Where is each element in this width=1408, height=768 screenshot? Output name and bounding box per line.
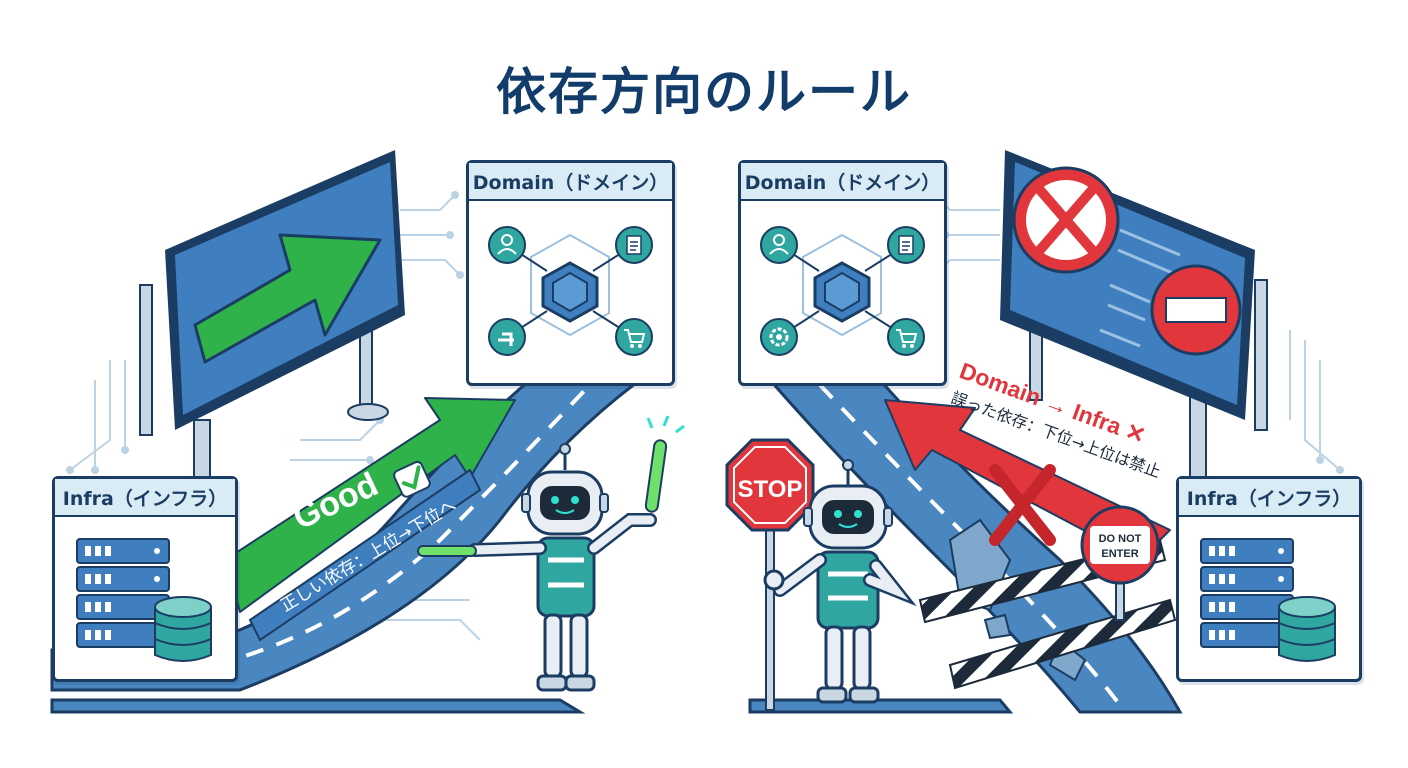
page-title: 依存方向のルール bbox=[496, 63, 912, 121]
right-infra-panel: Infra（インフラ） bbox=[1176, 476, 1362, 682]
tools-icon bbox=[488, 318, 526, 356]
left-infra-panel: Infra（インフラ） bbox=[52, 476, 238, 682]
cross-icon bbox=[989, 464, 1056, 546]
right-prohibition-sign bbox=[1000, 150, 1268, 511]
user-icon bbox=[760, 226, 798, 264]
no-entry-icon bbox=[1012, 166, 1120, 274]
database-icon bbox=[1278, 596, 1336, 662]
left-direction-sign bbox=[139, 150, 405, 531]
document-icon bbox=[615, 226, 653, 264]
user-icon bbox=[488, 226, 526, 264]
right-domain-panel: Domain（ドメイン） bbox=[738, 160, 947, 386]
document-icon bbox=[887, 226, 925, 264]
domain-graph bbox=[760, 226, 925, 356]
left-robot bbox=[417, 415, 685, 692]
left-domain-panel: Domain（ドメイン） bbox=[466, 160, 675, 386]
right-infra-label: Infra（インフラ） bbox=[1179, 479, 1359, 517]
database-icon bbox=[154, 596, 212, 662]
gear-icon bbox=[760, 318, 798, 356]
server-rack-icon bbox=[1200, 538, 1294, 648]
do-not-enter-line2: ENTER bbox=[1101, 548, 1138, 560]
no-entry-sign-icon bbox=[1150, 264, 1242, 356]
domain-graph bbox=[488, 226, 653, 356]
infra-graphic bbox=[76, 538, 212, 662]
cart-icon bbox=[887, 318, 925, 356]
left-domain-label: Domain（ドメイン） bbox=[469, 163, 672, 201]
right-domain-label: Domain（ドメイン） bbox=[741, 163, 944, 201]
stop-sign bbox=[725, 438, 815, 711]
right-robot bbox=[763, 459, 917, 704]
hexagon-core-icon bbox=[813, 261, 871, 323]
hexagon-core-icon bbox=[541, 261, 599, 323]
checkmark-icon bbox=[393, 460, 431, 498]
server-rack-icon bbox=[76, 538, 170, 648]
cart-icon bbox=[615, 318, 653, 356]
do-not-enter-sign bbox=[1080, 505, 1160, 621]
infra-graphic bbox=[1200, 538, 1336, 662]
stop-text: STOP bbox=[738, 476, 803, 503]
good-arrow bbox=[224, 397, 516, 642]
left-infra-label: Infra（インフラ） bbox=[55, 479, 235, 517]
do-not-enter-line1: DO NOT bbox=[1099, 533, 1142, 545]
